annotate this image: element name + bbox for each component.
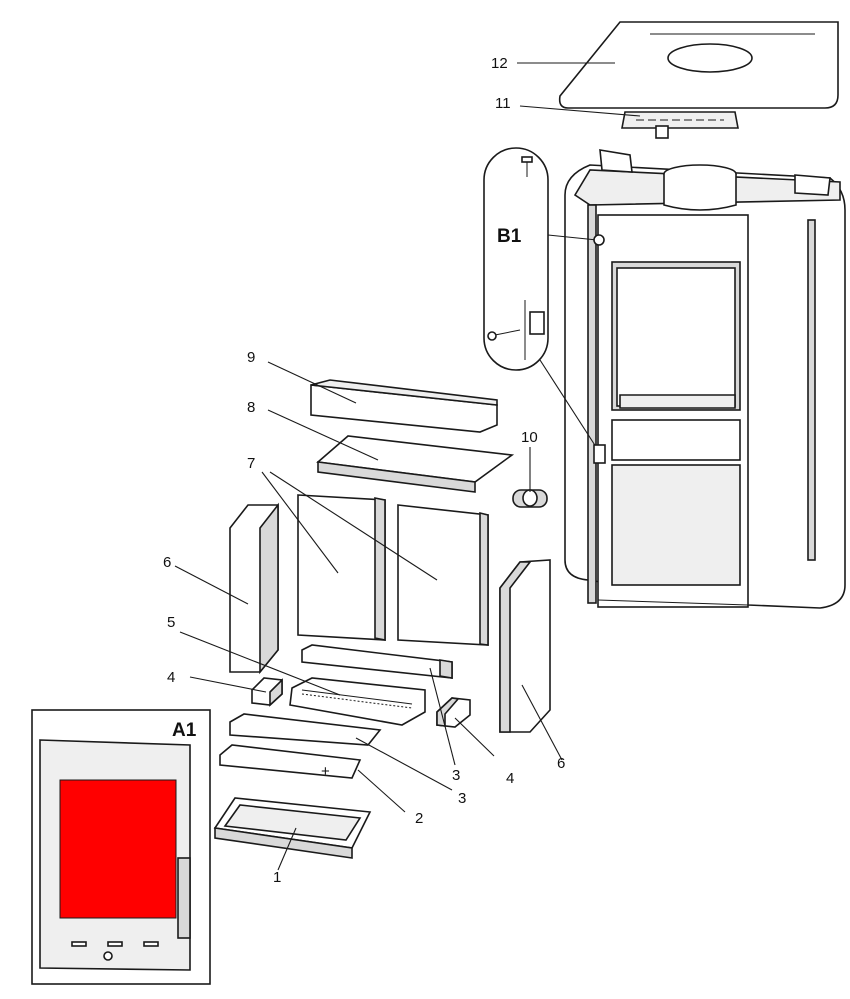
- callout-4-left: 4: [167, 669, 175, 686]
- callout-3-upper: 3: [452, 767, 460, 784]
- callout-5: 5: [167, 614, 175, 631]
- part-4-block-left: [251, 677, 283, 707]
- callout-1: 1: [273, 869, 281, 886]
- callout-7: 7: [247, 455, 255, 472]
- leader-lines: [174, 62, 641, 871]
- part-1-ash-pan: [213, 797, 372, 859]
- plus-icon: +: [321, 763, 330, 780]
- b1-label: B1: [497, 226, 522, 247]
- part-6-side-panel-right: [499, 559, 551, 733]
- callout-6-left: 6: [163, 554, 171, 571]
- a1-door-inset: A1: [31, 709, 211, 985]
- callout-3-lower: 3: [458, 790, 466, 807]
- part-5-grate: [289, 677, 426, 726]
- callout-labels: 1 2 3 3 4 4 5 6 6 7 8 9 10 11 12: [163, 55, 565, 886]
- part-8-baffle-plate: [316, 435, 515, 493]
- part-10-cylinder: [512, 489, 548, 508]
- callout-12: 12: [491, 55, 508, 72]
- part-3-brick-lower: [229, 713, 382, 746]
- callout-4-right: 4: [506, 770, 514, 787]
- stove-body: [564, 149, 846, 609]
- callout-9: 9: [247, 349, 255, 366]
- part-9-baffle-top: [310, 379, 498, 433]
- part-6-side-panel-left: [229, 502, 279, 675]
- callout-10: 10: [521, 429, 538, 446]
- callout-8: 8: [247, 399, 255, 416]
- callout-2: 2: [415, 810, 423, 827]
- part-4-block-right: [436, 697, 471, 728]
- part-11-bracket: [621, 111, 739, 139]
- callout-6-right: 6: [557, 755, 565, 772]
- b1-detail-inset: B1: [483, 147, 606, 464]
- hinge-bracket-icon: [487, 300, 545, 360]
- part-7-back-panel-left: [297, 494, 386, 641]
- callout-11: 11: [495, 95, 511, 112]
- part-7-back-panel-right: [397, 504, 489, 646]
- part-12-top-plate: [558, 21, 839, 109]
- part-2-ash-guard: +: [219, 744, 362, 780]
- part-3-brick-upper: [301, 644, 453, 679]
- door-glass: [59, 779, 177, 919]
- screw-icon: [521, 156, 533, 177]
- a1-label: A1: [172, 720, 197, 741]
